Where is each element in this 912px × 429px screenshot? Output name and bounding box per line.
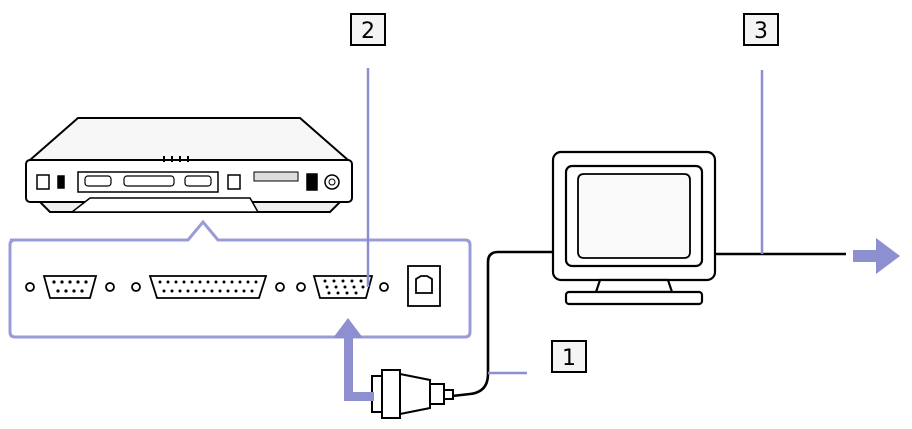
pin (214, 280, 218, 284)
pin (178, 289, 182, 293)
vga-connector-icon (371, 369, 454, 419)
pin (166, 280, 170, 284)
callout-1: 1 (551, 340, 587, 373)
callout-1-label: 1 (562, 346, 576, 371)
pin (186, 289, 190, 293)
arrow-right-icon (853, 238, 900, 274)
pin (230, 280, 234, 284)
pin (218, 289, 222, 293)
arrow-up-icon (333, 318, 374, 401)
callout-2-label: 2 (361, 19, 375, 44)
pin (226, 289, 230, 293)
port-panel (8, 219, 472, 339)
pin (254, 280, 258, 284)
pin (202, 289, 206, 293)
pin (234, 289, 238, 293)
laptop-rear-icon (25, 117, 353, 213)
pin (238, 280, 242, 284)
pin (222, 280, 226, 284)
phone-jack-icon (407, 265, 441, 307)
serial-port-icon (25, 275, 115, 299)
pin (174, 280, 178, 284)
vga-cable (451, 250, 553, 398)
pin (170, 289, 174, 293)
pin (162, 289, 166, 293)
pin (210, 289, 214, 293)
monitor-icon (551, 150, 717, 306)
parallel-port-icon (131, 275, 285, 299)
pin (246, 280, 250, 284)
callout-3: 3 (743, 13, 779, 46)
pin (198, 280, 202, 284)
vga-port-icon (296, 275, 389, 299)
pin (158, 280, 162, 284)
callout-2: 2 (350, 13, 386, 46)
pin (182, 280, 186, 284)
pin (242, 289, 246, 293)
pin (206, 280, 210, 284)
callout-3-label: 3 (754, 19, 768, 44)
pin (250, 289, 254, 293)
pin (190, 280, 194, 284)
pin (194, 289, 198, 293)
